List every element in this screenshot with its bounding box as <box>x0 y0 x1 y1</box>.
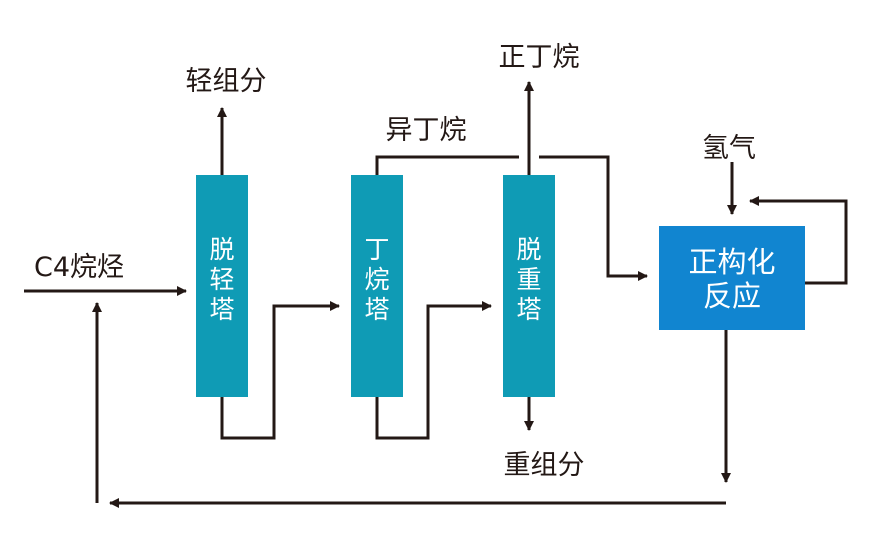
delight-column-char-3: 塔 <box>209 295 234 324</box>
feed-label: C4烷烃 <box>34 252 124 283</box>
deheavy-column-char-2: 重 <box>516 265 541 294</box>
delight-column <box>196 175 248 397</box>
n-butane-label: 正丁烷 <box>499 42 580 73</box>
reactor-recycle-loop-arrow <box>749 196 848 285</box>
heavy-components-label: 重组分 <box>504 450 585 481</box>
butane-column-char-2: 烷 <box>364 265 389 294</box>
light-components-label: 轻组分 <box>186 66 267 97</box>
deheavy-column-char-1: 脱 <box>516 235 541 264</box>
delight-column-char-2: 轻 <box>209 265 234 294</box>
deheavy-column <box>503 175 555 397</box>
butane-to-deheavy-arrow <box>375 301 492 440</box>
butane-column <box>351 175 403 397</box>
isobutane-to-reactor-arrow <box>539 155 648 281</box>
delight-column-char-1: 脱 <box>209 235 234 264</box>
isobutane-arrow <box>375 155 519 175</box>
deheavy-column-char-3: 塔 <box>516 295 541 324</box>
delight-to-butane-arrow <box>220 301 340 440</box>
isobutane-label: 异丁烷 <box>386 115 467 146</box>
hydrogen-label: 氢气 <box>702 133 756 164</box>
butane-column-char-1: 丁 <box>364 235 389 264</box>
reactor-label-line-1: 正构化 <box>688 245 775 279</box>
butane-column-char-3: 塔 <box>364 295 389 324</box>
reactor-label-line-2: 反应 <box>703 279 761 313</box>
isomerization-reactor <box>659 226 805 330</box>
